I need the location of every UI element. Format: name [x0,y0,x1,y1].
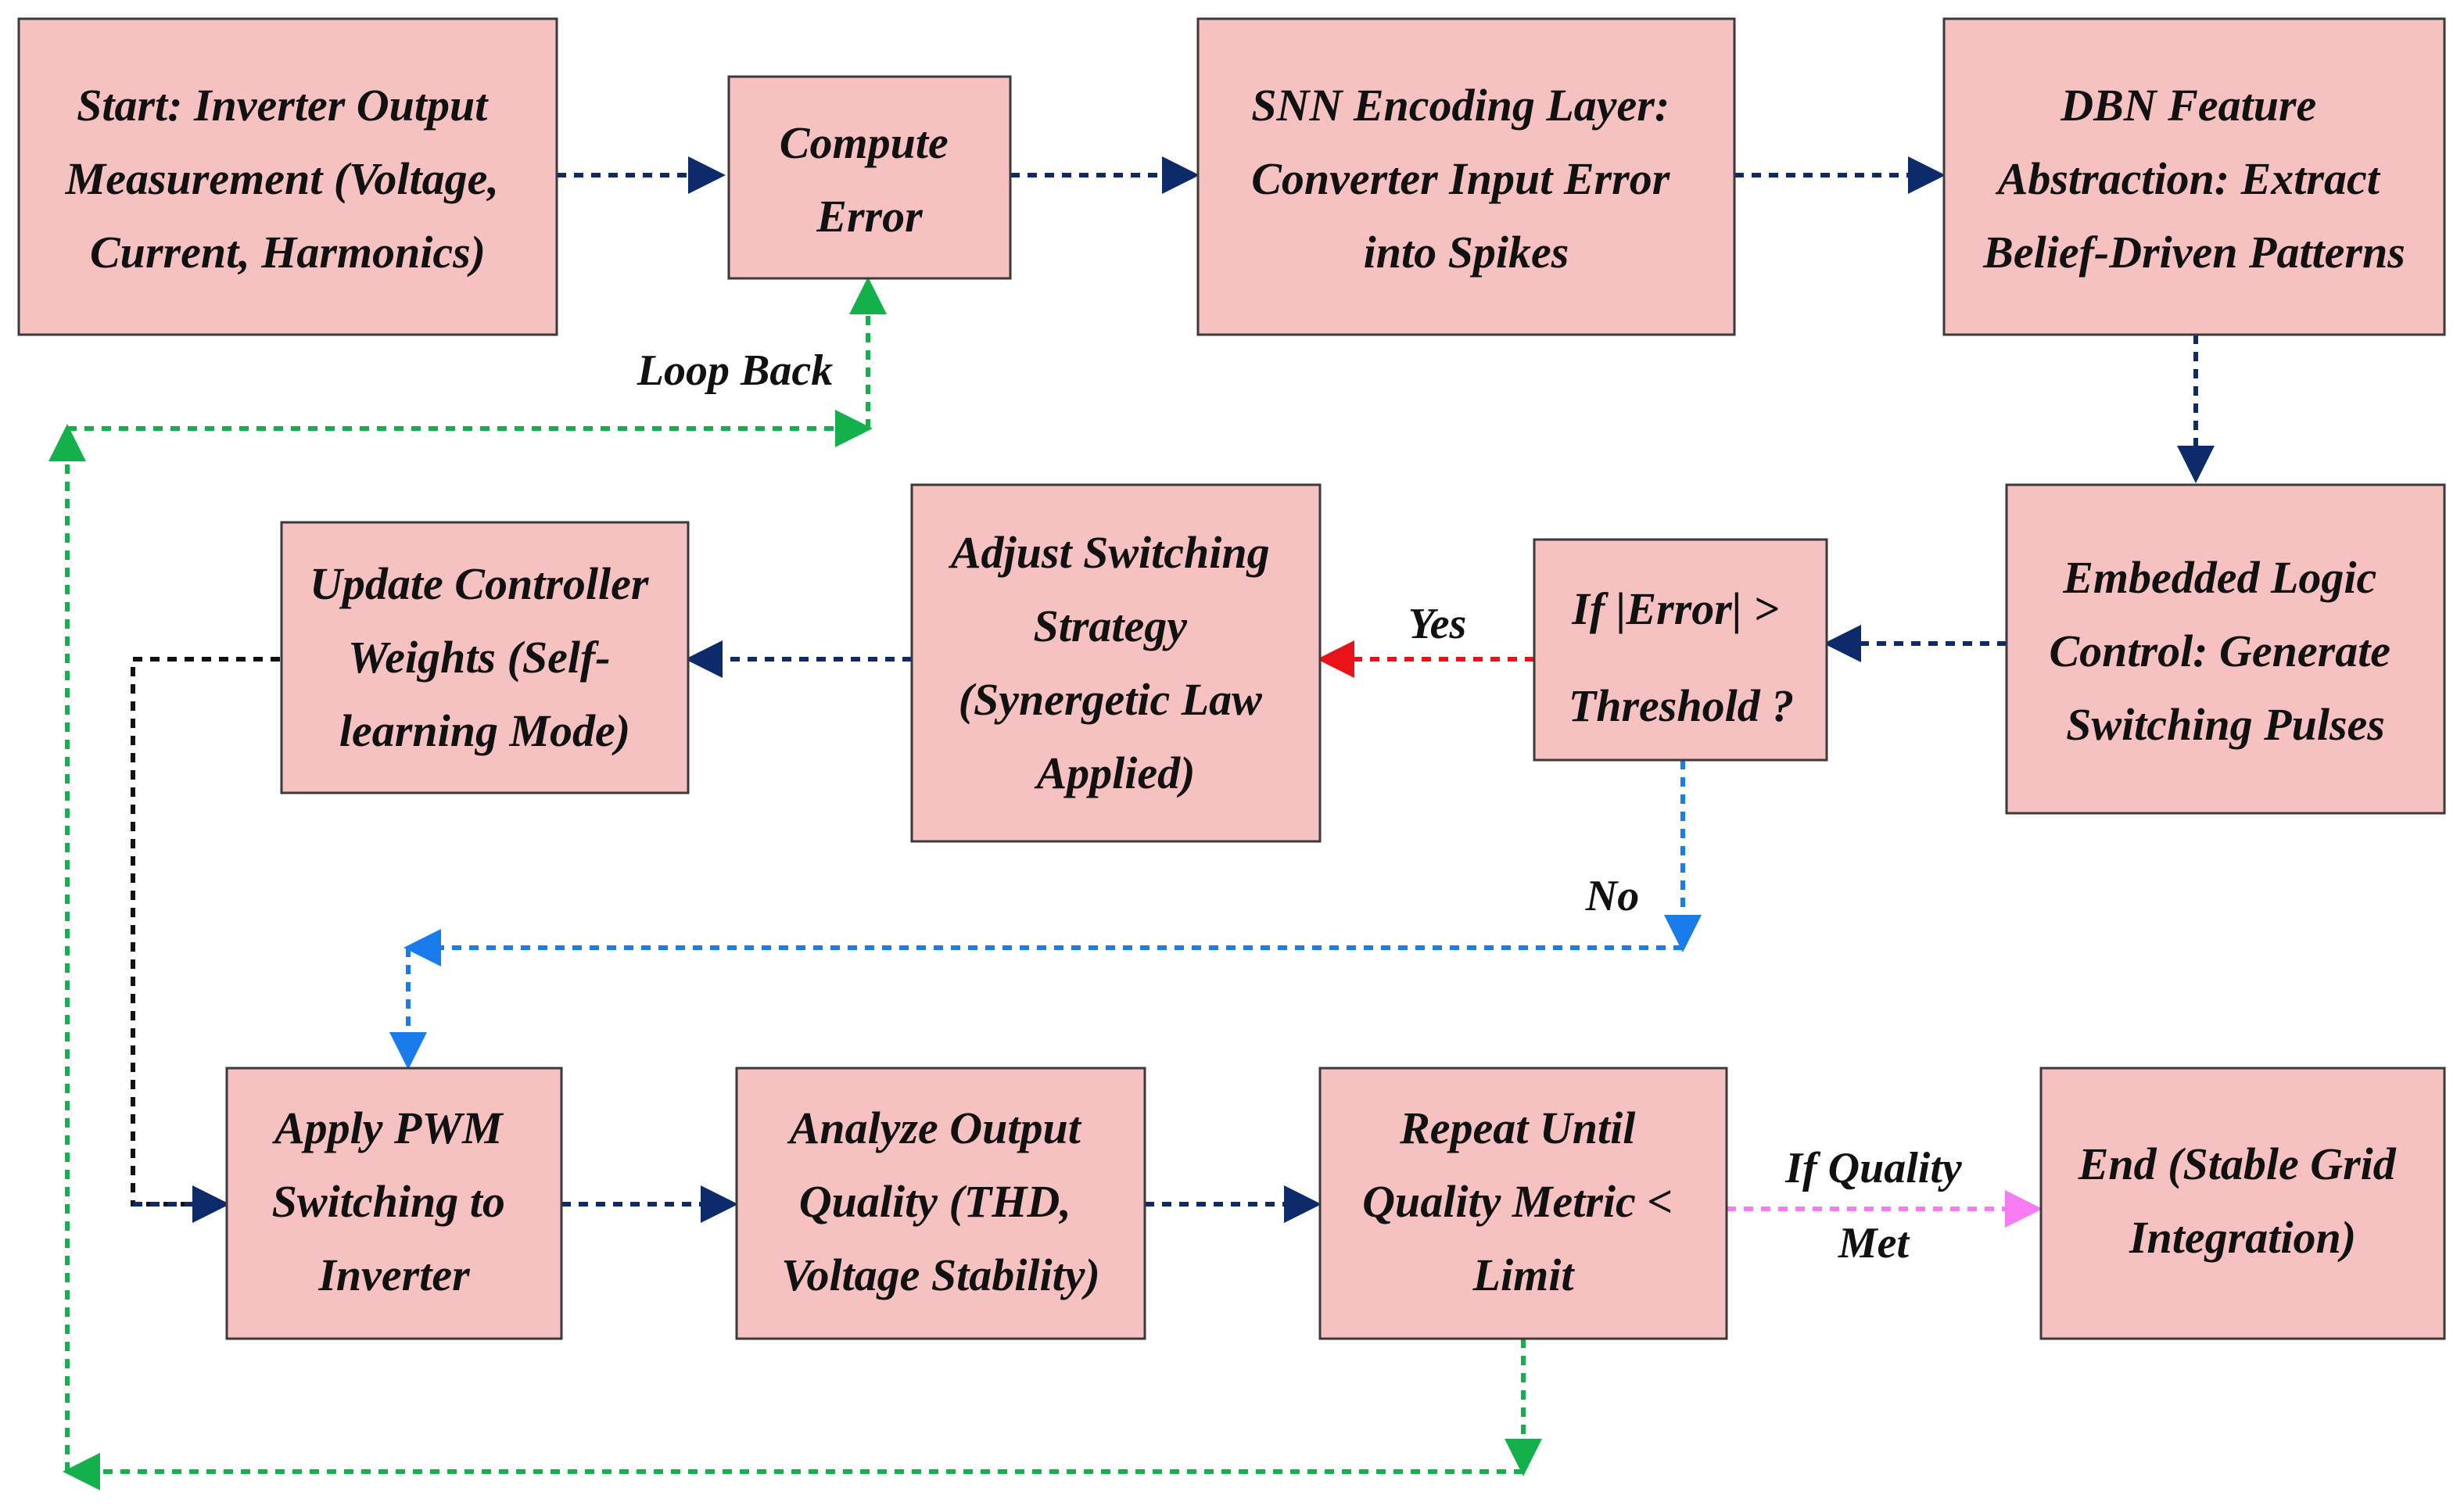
embedded-logic-node: Embedded Logic Control: Generate Switchi… [2005,483,2446,815]
compute-error-node-text: Compute Error [780,117,959,242]
met-label: Met [1838,1219,1910,1268]
connectors [48,156,2215,1490]
apply-pwm-node-text: Apply PWM Switching to Inverter [272,1103,517,1300]
snn-encoding-node-text: SNN Encoding Layer: Converter Input Erro… [1251,80,1681,278]
start-node: Start: Inverter Output Measurement (Volt… [17,17,558,336]
update-weights-node: Update Controller Weights (Self- learnin… [280,521,690,794]
start-node-text: Start: Inverter Output Measurement (Volt… [65,80,511,278]
end-node: End (Stable Grid Integration) [2039,1067,2446,1340]
embedded-logic-node-text: Embedded Logic Control: Generate Switchi… [2049,552,2401,750]
adjust-switching-node: Adjust Switching Strategy (Synergetic La… [910,483,1322,843]
if-quality-label: If Quality [1784,1144,1963,1192]
snn-encoding-node: SNN Encoding Layer: Converter Input Erro… [1196,17,1736,336]
adjust-switching-node-text: Adjust Switching Strategy (Synergetic La… [949,527,1281,798]
arrow-update-to-pwm [131,657,280,1207]
threshold-decision-node: If |Error| > Threshold ? [1533,538,1828,762]
dbn-feature-node-text: DBN Feature Abstraction: Extract Belief-… [1982,80,2405,278]
repeat-until-node: Repeat Until Quality Metric < Limit [1318,1067,1728,1340]
no-label: No [1585,872,1639,920]
analyze-output-node-text: Analyze Output Quality (THD, Voltage Sta… [781,1103,1100,1300]
repeat-until-node-text: Repeat Until Quality Metric < Limit [1362,1103,1684,1300]
analyze-output-node: Analyze Output Quality (THD, Voltage Sta… [735,1067,1146,1340]
loop-back-label: Loop Back [637,346,833,395]
threshold-decision-node-text: If |Error| > Threshold ? [1569,583,1794,731]
dbn-feature-node: DBN Feature Abstraction: Extract Belief-… [1942,17,2446,336]
apply-pwm-node: Apply PWM Switching to Inverter [225,1067,563,1340]
compute-error-node: Compute Error [727,75,1012,280]
end-node-text: End (Stable Grid Integration) [2078,1138,2408,1263]
update-weights-node-text: Update Controller Weights (Self- learnin… [310,558,660,756]
yes-label: Yes [1408,600,1467,648]
